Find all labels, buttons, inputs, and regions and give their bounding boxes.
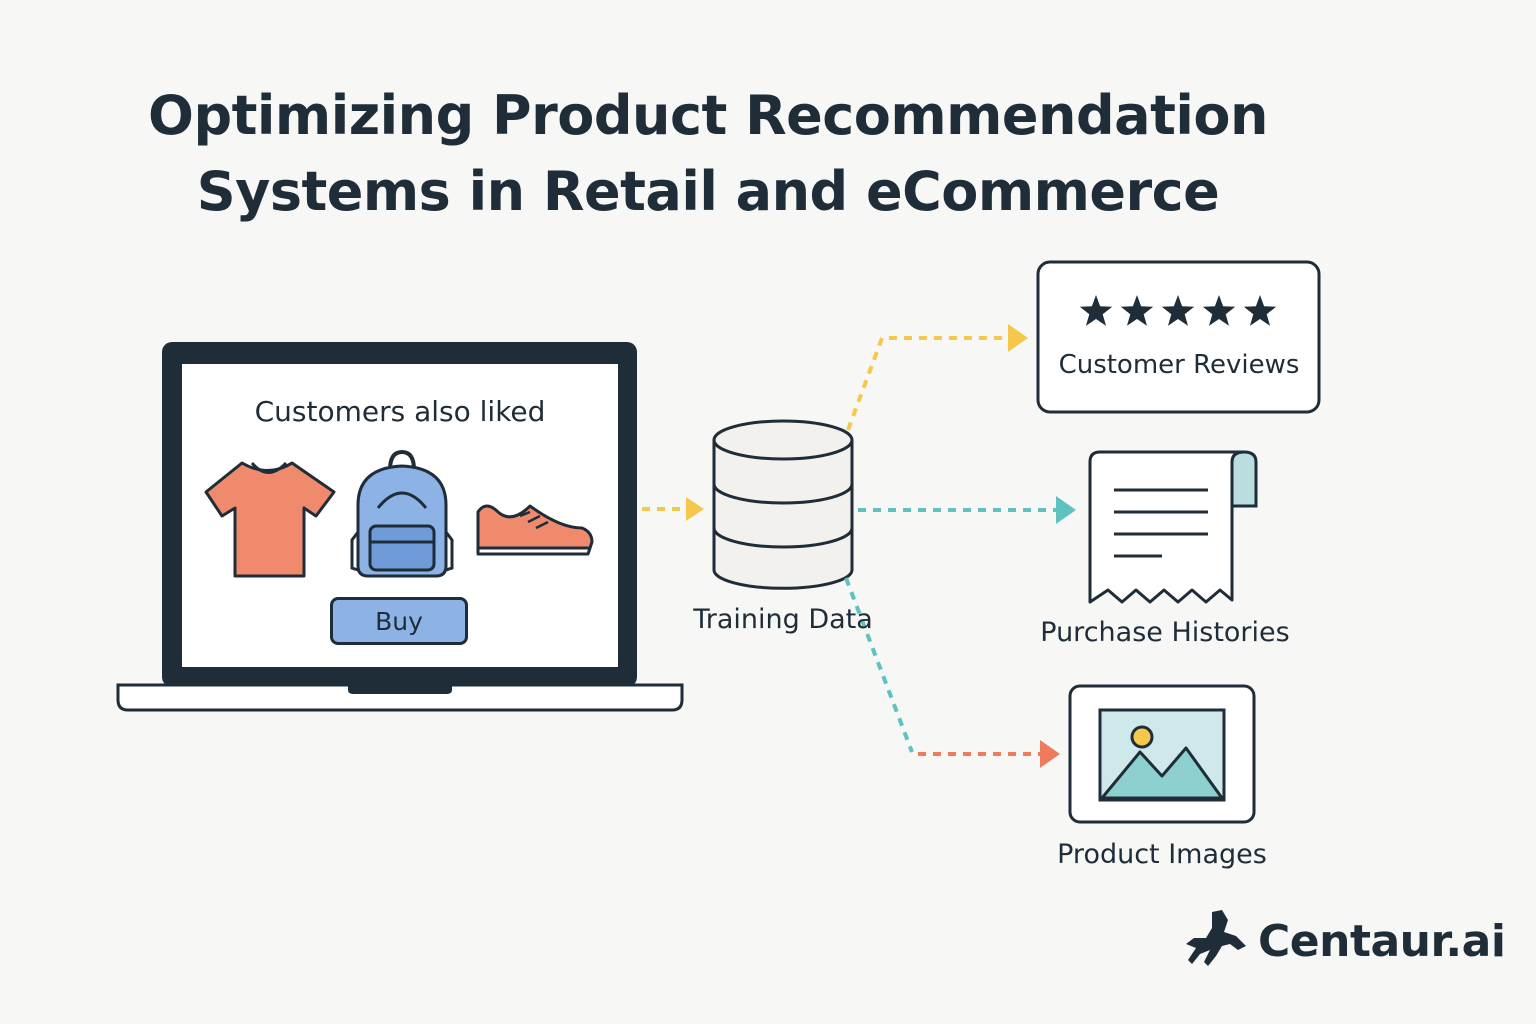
star-icon: [1243, 295, 1277, 326]
title-line-1: Optimizing Product Recommendation: [148, 84, 1268, 147]
laptop-heading: Customers also liked: [254, 395, 546, 428]
purchase-histories-label: Purchase Histories: [1040, 617, 1290, 648]
receipt-icon: [1088, 450, 1258, 604]
rating-stars: [1079, 295, 1277, 326]
star-icon: [1161, 295, 1195, 326]
title-line-2: Systems in Retail and eCommerce: [196, 160, 1220, 223]
arrow-laptop-to-data: [642, 497, 704, 521]
tshirt-icon: [204, 461, 336, 578]
image-icon: [1068, 684, 1256, 824]
star-icon: [1079, 295, 1113, 326]
backpack-icon: [350, 449, 454, 578]
brand-name: Centaur.ai: [1258, 916, 1506, 967]
arrow-data-to-images: [844, 577, 1060, 768]
arrow-data-to-purchases: [858, 496, 1076, 524]
centaur-logo-icon: [1186, 910, 1246, 966]
diagram-title: Optimizing Product Recommendation System…: [0, 78, 1416, 230]
buy-button[interactable]: Buy: [330, 597, 468, 645]
training-data-label: Training Data: [693, 604, 873, 635]
customer-reviews-label: Customer Reviews: [1058, 350, 1300, 380]
reviews-card: [1036, 260, 1321, 414]
database-icon: [712, 419, 854, 590]
product-images-label: Product Images: [1057, 839, 1267, 870]
arrow-data-to-reviews: [846, 324, 1028, 431]
sneaker-icon: [476, 504, 594, 556]
star-icon: [1202, 295, 1236, 326]
star-icon: [1120, 295, 1154, 326]
